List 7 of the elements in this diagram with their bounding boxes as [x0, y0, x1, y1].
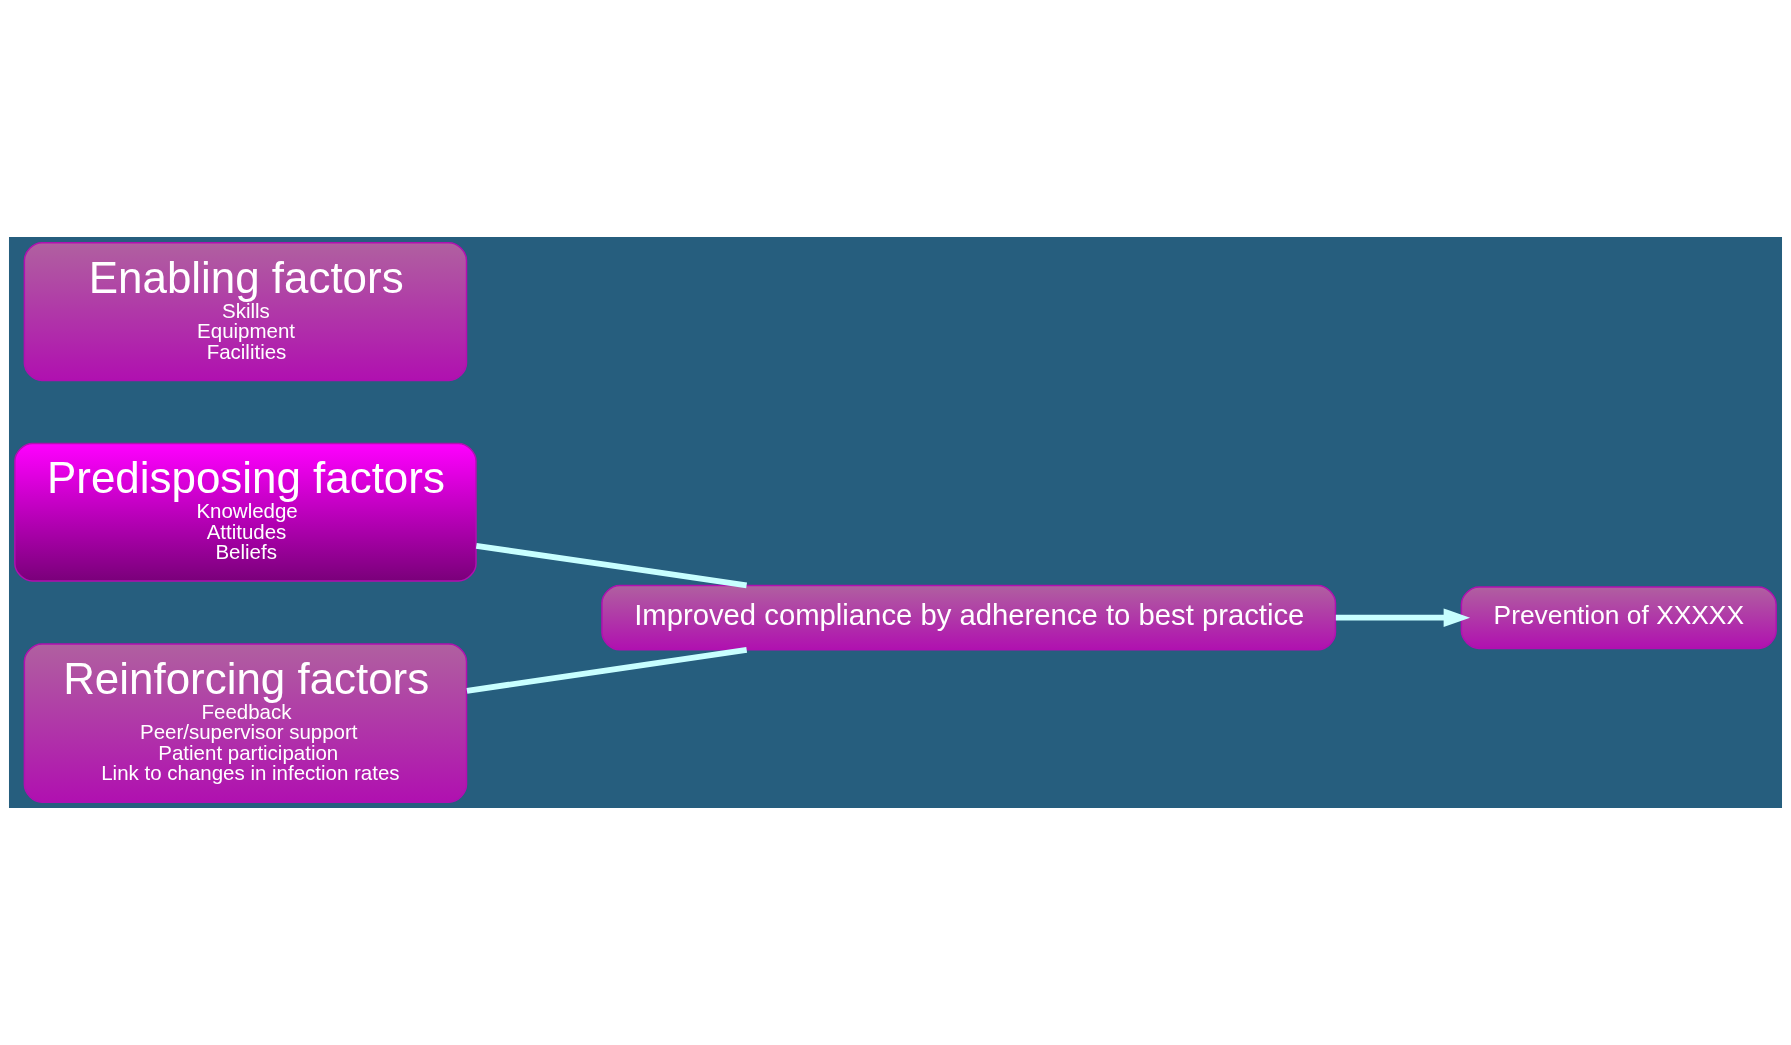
node-box: Predisposing factors Knowledge Attitudes Beliefs: [14, 442, 477, 582]
node-box: Enabling factors Skills Equipment Facilities: [23, 242, 468, 382]
arrow: [1335, 608, 1471, 627]
node-box: Improved compliance by adherence to best practice: [601, 584, 1337, 651]
connector: [466, 647, 748, 694]
node-box: Reinforcing factors Feedback Peer/supervisor support Patient participation Link to changes in infection rates: [23, 643, 468, 803]
node-box: Prevention of XXXXX: [1460, 586, 1777, 650]
